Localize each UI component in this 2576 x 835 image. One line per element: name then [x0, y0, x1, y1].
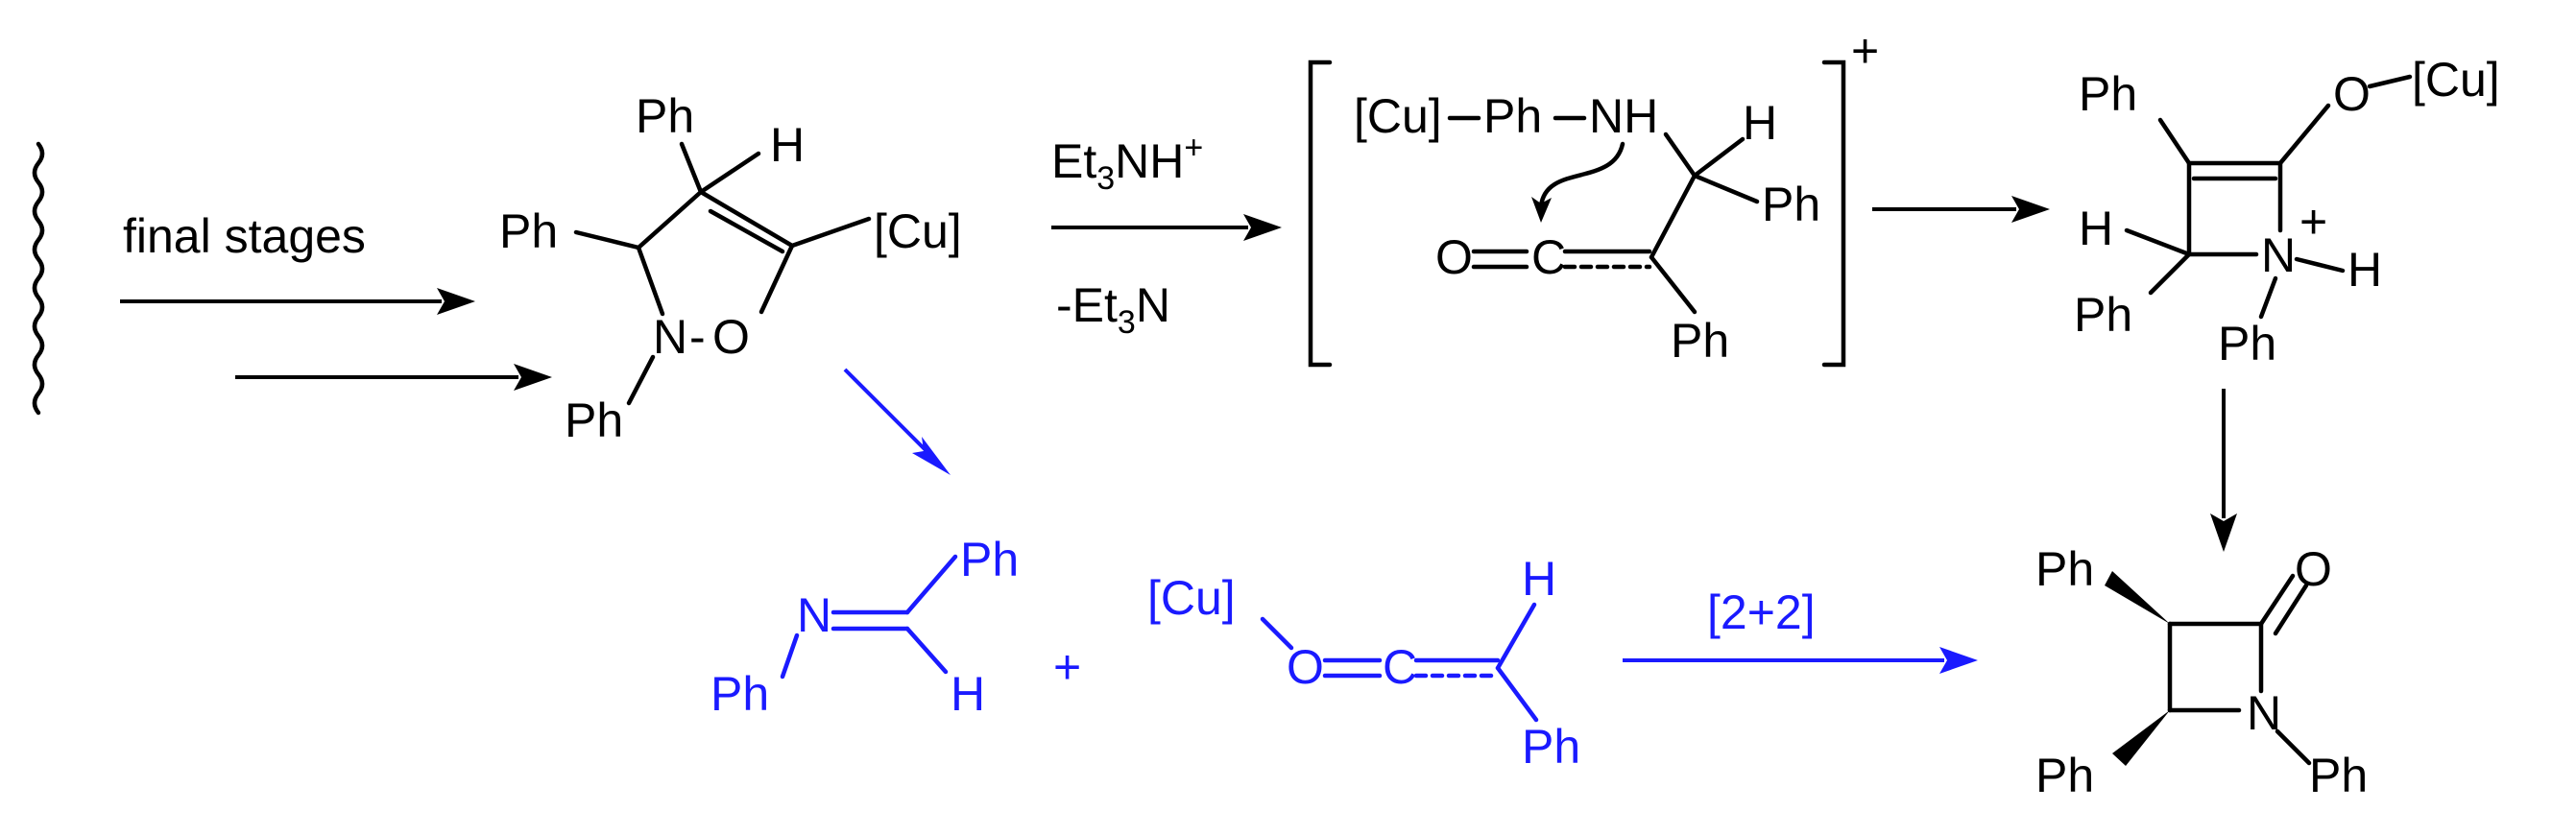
reagent-arrow: Et3NH+ -Et3N: [1051, 130, 1282, 341]
final-stages-label: final stages: [123, 209, 366, 263]
intermediate-nh: NH: [1589, 89, 1658, 143]
azetinium-n: N: [2261, 228, 2296, 282]
isoxazoline-cu: [Cu]: [874, 204, 962, 258]
isoxazoline-ph-top: Ph: [636, 89, 694, 143]
beta-lactam-structure: Ph O N Ph Ph: [2035, 542, 2368, 802]
bracketed-intermediate: + [Cu] Ph NH H Ph O C Ph: [1308, 24, 1879, 368]
arrow-to-azetinium: [1872, 196, 2050, 223]
intermediate-cu: [Cu]: [1354, 89, 1442, 143]
intermediate-charge: +: [1851, 24, 1879, 78]
intermediate-c: C: [1531, 230, 1566, 284]
azetinium-charge: +: [2299, 195, 2327, 249]
imine-ph-bottom: Ph: [710, 667, 769, 721]
blue-diagonal-arrow: [843, 368, 951, 475]
lactam-ph-top: Ph: [2035, 542, 2094, 596]
final-stages-arrow: [120, 288, 475, 315]
cycloaddition-label: [2+2]: [1707, 585, 1816, 639]
isoxazoline-dash: -: [689, 310, 706, 364]
ketene-h: H: [1522, 552, 1556, 606]
imine-h: H: [951, 667, 985, 721]
azetinium-h-right: H: [2347, 243, 2382, 297]
imine-structure: Ph N Ph H: [710, 533, 1019, 721]
intermediate-ph: Ph: [1483, 89, 1542, 143]
isoxazoline-ph-n: Ph: [565, 394, 623, 447]
lactam-o: O: [2295, 542, 2332, 596]
intermediate-o: O: [1435, 230, 1473, 284]
ketene-structure: [Cu] H O C Ph: [1147, 552, 1580, 774]
isoxazoline-h: H: [770, 118, 805, 172]
lactam-ph-n: Ph: [2309, 749, 2368, 802]
lower-arrow: [235, 364, 552, 391]
imine-ph-top: Ph: [960, 533, 1019, 586]
azetinium-ph-left: Ph: [2074, 288, 2132, 342]
imine-n: N: [797, 588, 831, 642]
intermediate-ph-bottom: Ph: [1671, 314, 1729, 368]
azetinium-ph-n: Ph: [2218, 317, 2276, 370]
isoxazoline-n: N: [653, 310, 687, 364]
azetinium-ph-top: Ph: [2079, 67, 2137, 121]
wavy-bond: [32, 141, 45, 416]
reagent-bottom-label: -Et3N: [1056, 278, 1170, 341]
azetinium-o: O: [2333, 67, 2371, 121]
ketene-c: C: [1383, 640, 1417, 694]
azetinium-h-left: H: [2079, 202, 2113, 255]
azetinium-cu: [Cu]: [2412, 53, 2500, 107]
ketene-cu: [Cu]: [1147, 571, 1236, 625]
azetinium-structure: Ph O [Cu] H N + H Ph Ph: [2074, 53, 2500, 370]
plus-sign: +: [1053, 640, 1081, 694]
isoxazoline-structure: Ph H Ph [Cu] N - O Ph: [499, 89, 962, 447]
reagent-top-label: Et3NH+: [1051, 130, 1203, 197]
arrow-down: [2210, 389, 2237, 552]
lactam-ph-left: Ph: [2035, 749, 2094, 802]
intermediate-ph-right: Ph: [1762, 178, 1820, 231]
isoxazoline-o: O: [712, 310, 750, 364]
cycloaddition-arrow: [2+2]: [1623, 585, 1978, 674]
intermediate-h: H: [1743, 96, 1777, 150]
ketene-ph: Ph: [1522, 720, 1580, 774]
isoxazoline-ph-left: Ph: [499, 204, 558, 258]
